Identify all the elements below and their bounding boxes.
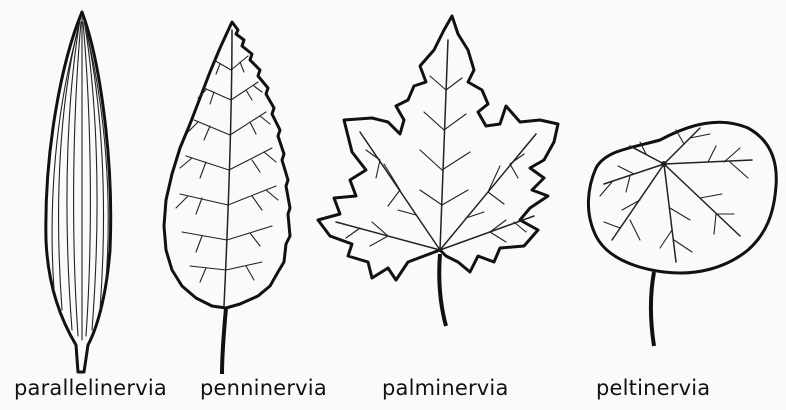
parallel-veined-leaf-icon xyxy=(46,12,111,372)
label-peltinervia: peltinervia xyxy=(596,376,710,400)
palmate-veined-leaf-icon xyxy=(318,16,558,326)
label-palminervia: palminervia xyxy=(382,376,509,400)
peltate-veined-leaf-icon xyxy=(588,122,776,346)
label-penninervia: penninervia xyxy=(200,376,327,400)
pinnate-veined-leaf-icon xyxy=(164,22,290,374)
label-parallelinervia: parallelinervia xyxy=(14,376,167,400)
